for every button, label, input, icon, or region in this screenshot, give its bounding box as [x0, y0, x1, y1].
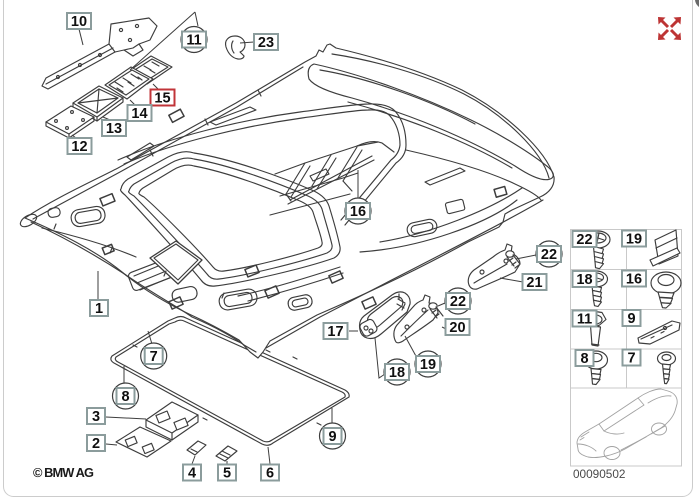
svg-text:9: 9 — [627, 311, 635, 327]
svg-text:17: 17 — [327, 324, 343, 340]
svg-text:22: 22 — [450, 294, 466, 310]
svg-text:10: 10 — [71, 14, 87, 30]
svg-text:16: 16 — [626, 272, 642, 288]
svg-text:18: 18 — [389, 365, 405, 381]
svg-text:12: 12 — [71, 139, 87, 155]
svg-text:7: 7 — [150, 349, 158, 365]
svg-text:6: 6 — [266, 466, 274, 482]
svg-text:2: 2 — [92, 436, 100, 452]
svg-text:5: 5 — [223, 466, 231, 482]
svg-text:00090502: 00090502 — [573, 467, 626, 481]
svg-text:16: 16 — [350, 204, 366, 220]
svg-text:4: 4 — [188, 466, 196, 482]
svg-text:13: 13 — [106, 121, 122, 137]
svg-text:19: 19 — [626, 232, 642, 248]
svg-text:23: 23 — [258, 35, 274, 51]
svg-text:18: 18 — [576, 272, 592, 288]
svg-text:7: 7 — [627, 351, 635, 367]
svg-text:9: 9 — [328, 429, 336, 445]
svg-text:22: 22 — [576, 232, 592, 248]
svg-text:© BMW AG: © BMW AG — [33, 465, 94, 480]
svg-text:11: 11 — [186, 33, 201, 49]
svg-text:21: 21 — [526, 275, 542, 291]
svg-text:3: 3 — [92, 409, 100, 425]
svg-text:19: 19 — [420, 357, 436, 373]
svg-text:8: 8 — [121, 389, 129, 405]
svg-text:1: 1 — [95, 301, 103, 317]
svg-text:22: 22 — [541, 247, 557, 263]
svg-text:11: 11 — [577, 312, 592, 328]
svg-text:20: 20 — [449, 320, 465, 336]
svg-text:15: 15 — [154, 91, 170, 107]
svg-text:8: 8 — [580, 351, 588, 367]
svg-text:14: 14 — [131, 106, 147, 122]
